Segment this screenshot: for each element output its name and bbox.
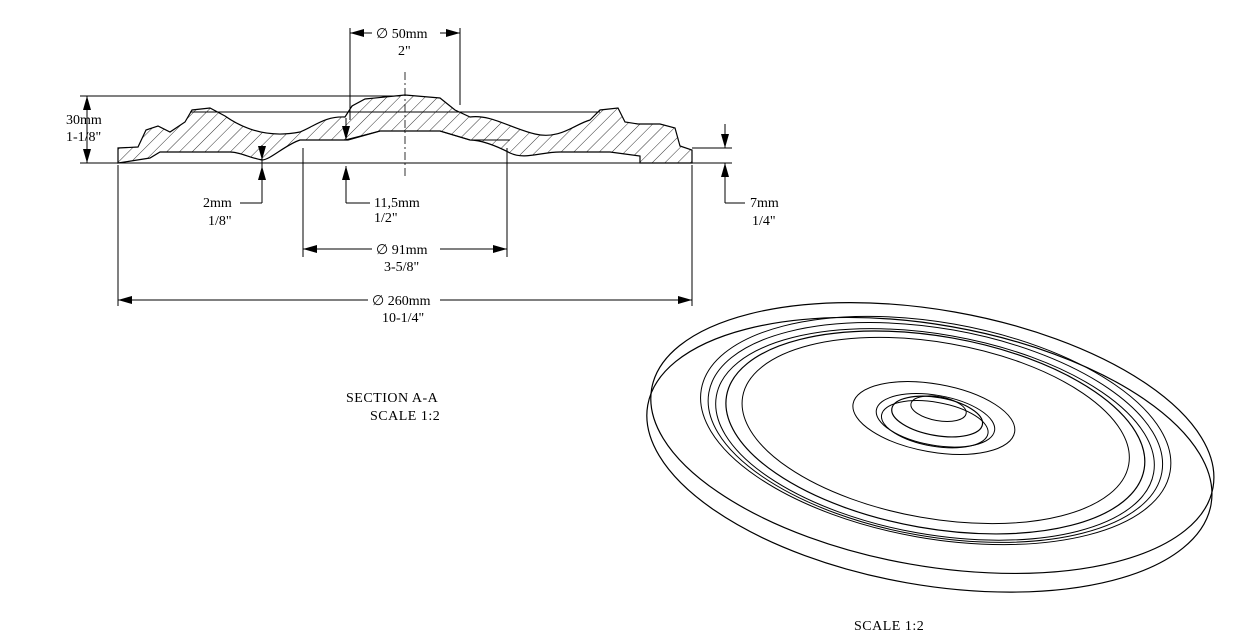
dim-top-diameter: ∅ 50mm 2"	[349, 27, 461, 120]
dim-inner-diameter-metric: ∅ 91mm	[376, 243, 428, 258]
dim-edge-metric: 7mm	[750, 196, 779, 211]
dim-inner-diameter-imperial: 3-5/8"	[384, 260, 419, 275]
section-inner-line	[300, 130, 510, 141]
dim-depth-imperial: 1/2"	[374, 211, 398, 226]
dim-outer-diameter: ∅ 260mm 10-1/4"	[117, 165, 693, 326]
dim-height: 30mm 1-1/8"	[66, 95, 400, 164]
dim-depth-metric: 11,5mm	[374, 196, 420, 211]
dim-height-metric: 30mm	[66, 113, 102, 128]
section-profile	[117, 72, 693, 176]
dim-height-imperial: 1-1/8"	[66, 130, 101, 145]
dim-outer-diameter-imperial: 10-1/4"	[382, 311, 424, 326]
section-scale: SCALE 1:2	[370, 409, 440, 424]
section-title: SECTION A-A	[346, 391, 439, 406]
isometric-view	[646, 302, 1215, 593]
dim-edge-imperial: 1/4"	[752, 214, 776, 229]
dim-top-diameter-metric: ∅ 50mm	[376, 27, 428, 42]
dim-outer-diameter-metric: ∅ 260mm	[372, 294, 431, 309]
dim-thickness-imperial: 1/8"	[208, 214, 232, 229]
dim-top-diameter-imperial: 2"	[398, 44, 411, 59]
dim-depth: 11,5mm 1/2"	[342, 118, 420, 226]
dim-thickness-metric: 2mm	[203, 196, 232, 211]
dim-edge: 7mm 1/4"	[692, 124, 779, 229]
dim-inner-diameter: ∅ 91mm 3-5/8"	[302, 148, 508, 275]
dim-thickness: 2mm 1/8"	[203, 145, 266, 229]
iso-scale: SCALE 1:2	[854, 619, 924, 634]
